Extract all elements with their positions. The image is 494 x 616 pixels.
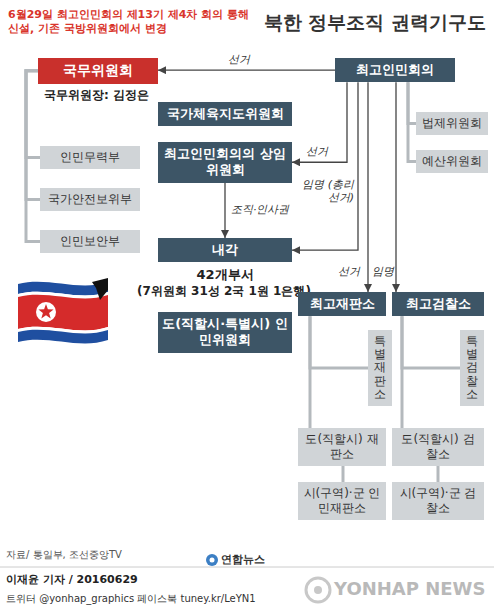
branch-line <box>408 82 416 161</box>
box-text: 도(직할시) 재판소 <box>302 432 382 462</box>
edge-label: 임명 <box>372 265 395 278</box>
box-text: 예산위원회 <box>420 154 484 169</box>
box-text: 시(구역)·군 검찰소 <box>396 486 480 516</box>
organ-box: 최고인민회의의 상임위원회 <box>158 142 292 183</box>
flag-band <box>18 295 108 331</box>
edge-label: 선거 <box>306 145 336 158</box>
arrow-connector <box>224 183 225 239</box>
box-text: 인민무력부 <box>44 150 136 165</box>
box-text: 특별검찰소 <box>466 335 478 401</box>
box-text: 최고인민회의의 상임위원회 <box>162 146 288 179</box>
organ-box: 최고검찰소 <box>392 292 484 316</box>
logo-mark <box>210 558 215 563</box>
box-text: 도(직할시) 검찰소 <box>396 432 480 462</box>
branch-line <box>26 71 40 200</box>
organ-box: 인민보안부 <box>40 230 140 253</box>
leader-name: 국무위원장: 김정은 <box>44 87 156 104</box>
box-text: 인민보안부 <box>44 234 136 249</box>
branch-line <box>310 316 368 368</box>
watermark-mark <box>306 578 330 602</box>
organ-box: 최고인민회의 <box>335 58 455 82</box>
organ-box: 도(직할시) 검찰소 <box>392 428 484 466</box>
arrow-connector <box>395 82 396 292</box>
box-text: 법제위원회 <box>420 116 484 131</box>
flag-disc <box>36 302 56 322</box>
vertical-office-box: 특별재판소 <box>368 330 392 406</box>
credit-text: 이재윤 기자 / 20160629 <box>6 572 256 587</box>
arrow-connector <box>367 82 368 292</box>
footer-rule <box>0 567 494 568</box>
organ-box: 시(구역)·군 검찰소 <box>392 482 484 520</box>
box-text: 최고재판소 <box>302 296 382 312</box>
edge-label: 임명 (총리선거) <box>296 178 354 204</box>
organ-box: 국가체육지도위원회 <box>158 102 292 126</box>
box-text: 국무위원회 <box>42 62 154 80</box>
flag-star <box>38 304 53 319</box>
organ-box: 국가안전보위부 <box>40 188 140 211</box>
box-text: 내각 <box>162 242 288 258</box>
social-text: 트위터 @yonhap_graphics 페이스북 tuney.kr/LeYN1 <box>6 592 306 606</box>
edge-label: 선거 <box>338 265 366 278</box>
count-text: 42개부서 <box>158 266 292 284</box>
watermark-text: YONHAP NEWS <box>334 578 489 599</box>
edge-label: 선거 <box>228 53 258 66</box>
box-text: 국가체육지도위원회 <box>162 106 288 122</box>
branch-line <box>437 466 440 482</box>
organ-box: 시(구역)·군 인민재판소 <box>298 482 386 520</box>
watermark-logo <box>306 578 330 602</box>
box-text: 도(직할시·특별시) 인민위원회 <box>162 316 288 349</box>
yonhap-logo <box>206 554 218 566</box>
arrow-connector <box>158 69 335 70</box>
box-text: 시(구역)·군 인민재판소 <box>302 486 382 516</box>
organ-box: 내각 <box>158 238 292 262</box>
arrow-connector <box>292 82 347 162</box>
watermark-mark <box>314 586 322 594</box>
box-text: 최고검찰소 <box>396 296 480 312</box>
branch-line <box>309 316 312 428</box>
branch-line <box>26 71 40 158</box>
organ-box: 국무위원회 <box>38 58 158 84</box>
flag-band <box>18 330 108 344</box>
organ-box: 도(직할시·특별시) 인민위원회 <box>158 312 292 353</box>
branch-line <box>402 316 460 368</box>
edge-label: 조직·인사권 <box>231 203 301 216</box>
organ-box: 예산위원회 <box>416 150 488 173</box>
box-text: 특별재판소 <box>374 335 386 401</box>
diagram-title: 북한 정부조직 권력기구도 <box>264 10 486 36</box>
branch-line <box>342 466 345 482</box>
branch-line <box>401 316 404 428</box>
logo-mark <box>206 554 218 566</box>
vertical-office-box: 특별검찰소 <box>460 330 484 406</box>
arrow-connector <box>292 82 358 250</box>
box-text: 최고인민회의 <box>339 62 451 78</box>
organ-box: 도(직할시) 재판소 <box>298 428 386 466</box>
mourning-ribbon <box>92 278 108 300</box>
flag-illustration <box>18 278 108 343</box>
box-text: 국가안전보위부 <box>44 192 136 207</box>
source-text: 자료/ 통일부, 조선중앙TV <box>6 548 206 562</box>
organ-box: 법제위원회 <box>416 112 488 135</box>
organ-box: 인민무력부 <box>40 146 140 169</box>
branch-line <box>26 71 40 242</box>
agency-logo-text: 연합뉴스 <box>221 552 291 567</box>
note-text: 6월29일 최고인민회의 제13기 제4차 회의 통해 신설, 기존 국방위원회… <box>8 8 263 37</box>
organ-box: 최고재판소 <box>298 292 386 316</box>
